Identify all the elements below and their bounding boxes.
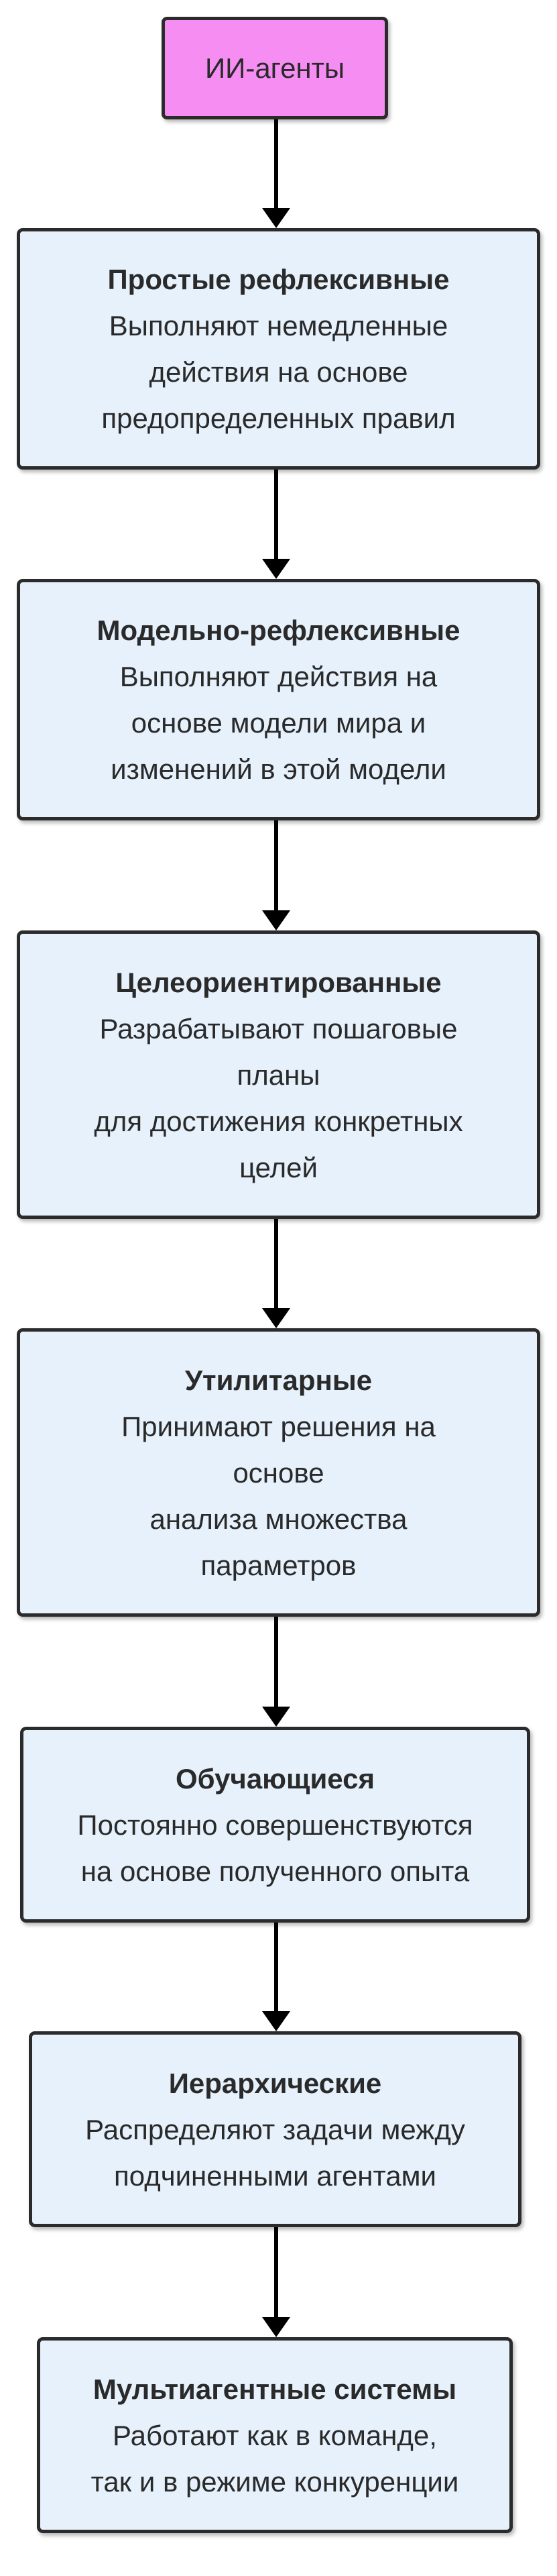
node-desc-line: параметров <box>200 1549 357 1581</box>
node-hierarchical: Иерархические Распределяют задачи между … <box>29 2031 521 2227</box>
node-desc-line: Разрабатывают пошаговые <box>99 1012 458 1044</box>
node-desc-line: планы <box>237 1059 320 1091</box>
arrowhead-icon <box>262 910 290 930</box>
node-desc-line: Принимают решения на <box>121 1410 436 1442</box>
node-title: Модельно-рефлексивные <box>97 614 460 646</box>
node-utility: Утилитарные Принимают решения на основе … <box>17 1328 540 1617</box>
node-desc-line: основе <box>233 1456 324 1489</box>
node-title: Мультиагентные системы <box>92 2373 457 2405</box>
node-desc-line: Выполняют немедленные <box>109 310 448 341</box>
node-desc-line: предопределенных правил <box>101 402 456 434</box>
arrowhead-icon <box>262 559 290 579</box>
node-desc-line: Распределяют задачи между <box>85 2113 465 2145</box>
node-desc-line: на основе полученного опыта <box>80 1855 470 1887</box>
node-desc-line: так и в режиме конкуренции <box>90 2465 459 2498</box>
node-desc-line: основе модели мира и <box>131 707 426 739</box>
node-goal-oriented: Целеориентированные Разрабатывают пошаго… <box>17 930 540 1219</box>
node-desc-line: для достижения конкретных <box>94 1105 463 1137</box>
node-desc-line: действия на основе <box>149 356 408 388</box>
node-desc-line: подчиненными агентами <box>114 2159 436 2192</box>
node-desc-line: изменений в этой модели <box>111 753 446 785</box>
node-desc-line: Выполняют действия на <box>119 661 438 692</box>
node-desc-line: Работают как в команде, <box>113 2419 437 2451</box>
node-desc-line: Постоянно совершенствуются <box>77 1809 473 1841</box>
node-model-reflex: Модельно-рефлексивные Выполняют действия… <box>17 579 540 820</box>
arrowhead-icon <box>262 1707 290 1727</box>
node-title: Утилитарные <box>184 1364 373 1396</box>
arrowhead-icon <box>262 208 290 228</box>
node-desc-line: анализа множества <box>149 1503 408 1535</box>
arrowhead-icon <box>262 2011 290 2031</box>
node-title: Обучающиеся <box>176 1762 375 1794</box>
node-title: Иерархические <box>168 2067 382 2099</box>
node-title: Целеориентированные <box>115 966 442 998</box>
node-learning: Обучающиеся Постоянно совершенствуются н… <box>20 1727 530 1923</box>
node-title: Простые рефлексивные <box>107 264 450 295</box>
arrowhead-icon <box>262 2317 290 2337</box>
root-node-label: ИИ-агенты <box>204 52 345 84</box>
node-multi-agent: Мультиагентные системы Работают как в ко… <box>37 2337 513 2533</box>
arrowhead-icon <box>262 1308 290 1328</box>
root-node-ai-agents: ИИ-агенты <box>162 17 388 119</box>
node-simple-reflex: Простые рефлексивные Выполняют немедленн… <box>17 228 540 470</box>
node-desc-line: целей <box>239 1151 318 1183</box>
